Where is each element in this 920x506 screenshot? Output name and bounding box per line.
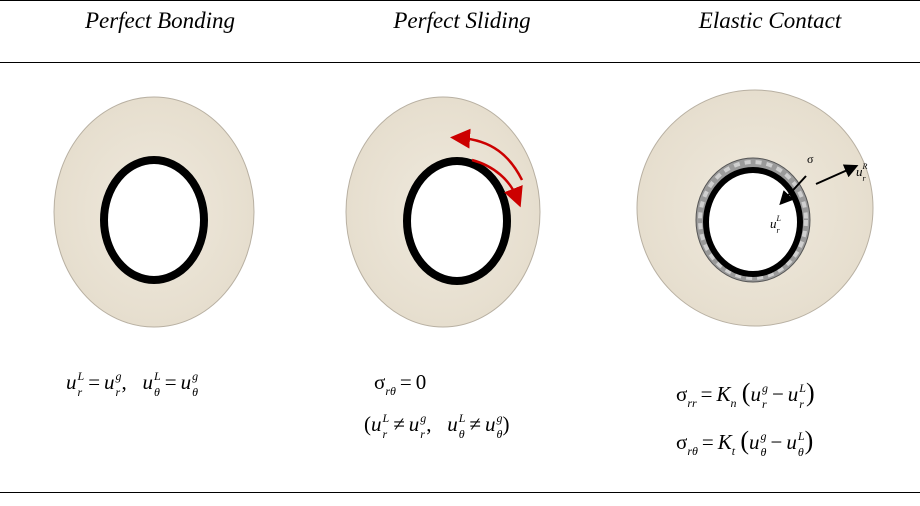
bottom-rule [0, 492, 920, 493]
liner-ring [403, 157, 511, 285]
slip-arrow-outer [450, 128, 524, 181]
header-perfect-sliding: Perfect Sliding [393, 8, 531, 33]
header-perfect-bonding: Perfect Bonding [84, 8, 236, 33]
arrow-u-r [815, 164, 859, 185]
sliding-diagram [312, 72, 612, 340]
liner-ring [703, 167, 803, 277]
header-rule [0, 62, 920, 63]
spring-pattern [698, 160, 808, 280]
sliding-formula-1: σrθ=0 [374, 370, 427, 398]
sigma-label: σ [807, 152, 814, 166]
liner-ring [100, 156, 208, 284]
header-elastic-contact: Elastic Contact [698, 8, 842, 33]
bonding-diagram [10, 72, 310, 340]
top-rule [0, 0, 920, 1]
arrow-u-l [779, 175, 807, 206]
slip-arrow-inner [471, 158, 523, 208]
